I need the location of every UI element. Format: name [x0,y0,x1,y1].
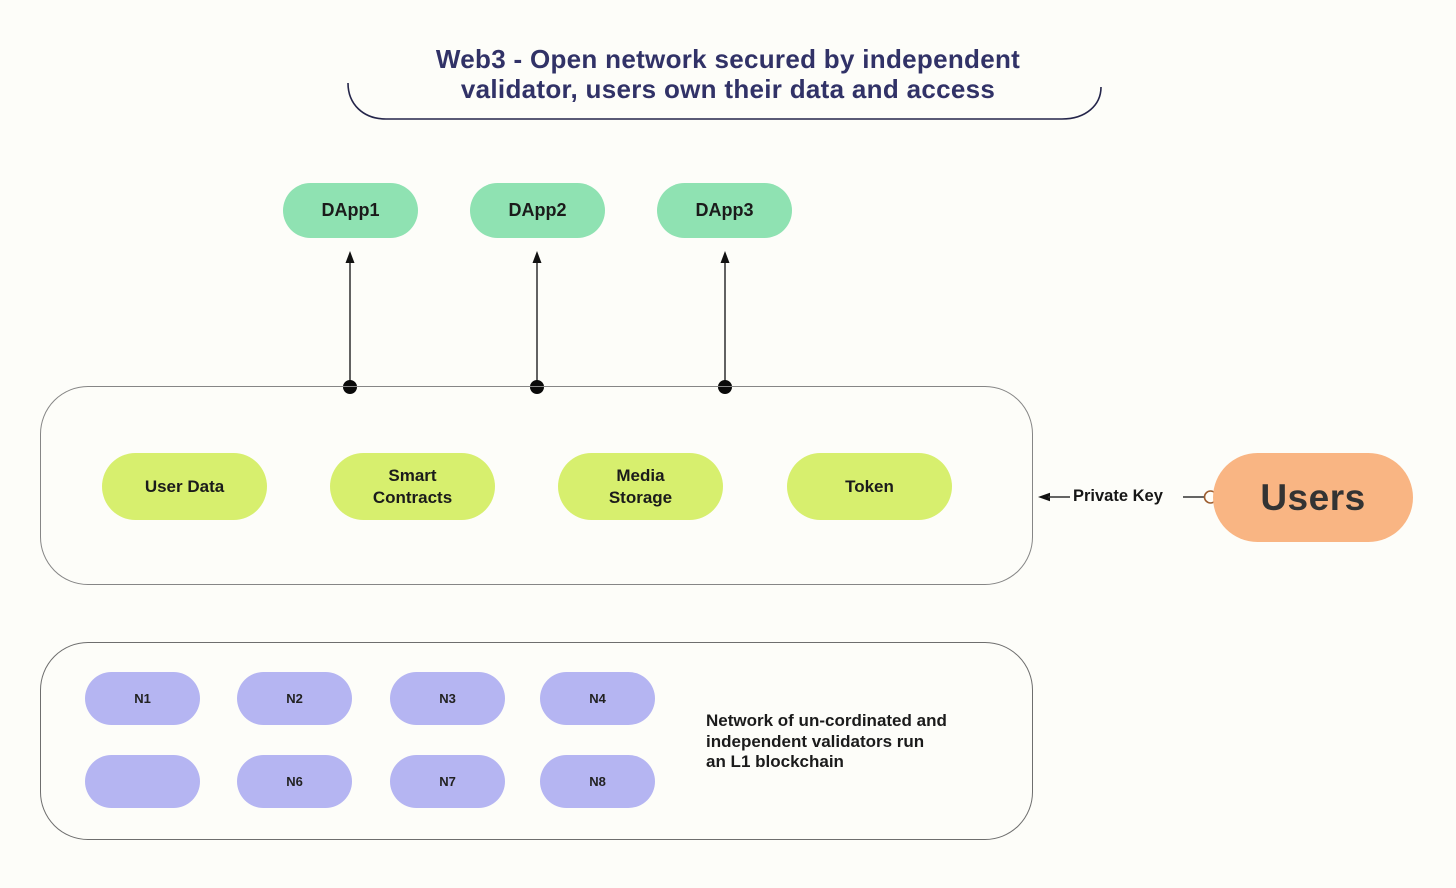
validators-description: Network of un-cordinated and independent… [706,711,947,772]
users-label: Users [1260,476,1366,518]
feature-token-label: Token [845,476,894,496]
node-pill-n6: N6 [237,755,352,808]
feature-media-storage-label: Media Storage [608,466,673,507]
private-key-label: Private Key [1073,487,1163,505]
arrowhead-up-icon [720,251,730,263]
feature-pill-media-storage: Media Storage [558,453,723,520]
node-n6-label: N6 [286,774,303,789]
node-n1-label: N1 [134,691,151,706]
platform-container [40,386,1033,585]
dapp2-pill: DApp2 [470,183,605,238]
node-pill-n4: N4 [540,672,655,725]
node-n4-label: N4 [589,691,606,706]
diagram-title: Web3 - Open network secured by independe… [435,44,1021,105]
dapp3-label: DApp3 [695,200,754,220]
arrow-dapp2 [530,251,544,394]
node-pill-n8: N8 [540,755,655,808]
dapp1-label: DApp1 [321,200,380,220]
node-n7-label: N7 [439,774,456,789]
node-pill-n1: N1 [85,672,200,725]
arrowhead-up-icon [345,251,355,263]
dapp3-pill: DApp3 [657,183,792,238]
node-n8-label: N8 [589,774,606,789]
feature-user-data-label: User Data [144,476,225,496]
node-n2-label: N2 [286,691,303,706]
node-pill-unlabeled [85,755,200,808]
arrow-dapp1 [343,251,357,394]
feature-pill-user-data: User Data [102,453,267,520]
arrow-dapp3 [718,251,732,394]
arrowhead-up-icon [532,251,542,263]
node-pill-n3: N3 [390,672,505,725]
validators-container [40,642,1033,840]
feature-pill-token: Token [787,453,952,520]
arrowhead-left-icon [1038,492,1050,502]
node-pill-n2: N2 [237,672,352,725]
dapp1-pill: DApp1 [283,183,418,238]
feature-smart-contracts-label: Smart Contracts [372,466,453,507]
dapp2-label: DApp2 [508,200,567,220]
node-pill-n7: N7 [390,755,505,808]
feature-pill-smart-contracts: Smart Contracts [330,453,495,520]
users-pill: Users [1213,453,1413,542]
node-n3-label: N3 [439,691,456,706]
